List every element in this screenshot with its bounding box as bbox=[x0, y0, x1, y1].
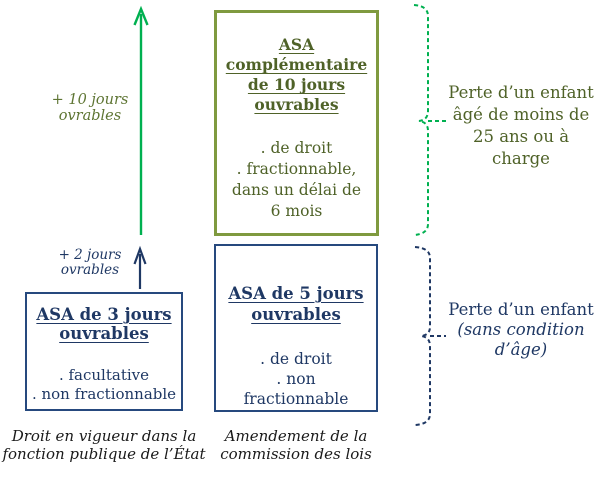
side-label-perte-enfant-sans-condition: Perte d’un enfant (sans condition d’âge) bbox=[446, 300, 596, 360]
box-asa-3-title: ASA de 3 jours ouvrables bbox=[36, 305, 172, 343]
plus-10-jours-label: + 10 jours ovrables bbox=[51, 92, 129, 124]
caption-amendement-commission: Amendement de la commission des lois bbox=[220, 427, 372, 463]
box-asa-5-body: . de droit . non fractionnable bbox=[243, 350, 349, 408]
navy-arrow-head bbox=[133, 245, 147, 265]
green-dashed-bracket bbox=[413, 4, 446, 236]
side-label-bottom-italic: (sans condition d’âge) bbox=[457, 320, 585, 359]
box-asa-complementaire-10-jours: ASA complémentaire de 10 jours ouvrables… bbox=[214, 10, 379, 236]
plus-2-jours-label: + 2 jours ovrables bbox=[58, 247, 122, 278]
navy-dashed-bracket bbox=[414, 246, 446, 426]
box-asa-3-body: . facultative . non fractionnable bbox=[31, 366, 177, 403]
green-arrow-head bbox=[133, 5, 149, 26]
green-bracket-path bbox=[413, 4, 429, 236]
navy-bracket-path bbox=[414, 246, 431, 426]
box-asa-3-jours: ASA de 3 jours ouvrables . facultative .… bbox=[25, 292, 183, 411]
box-asa-10-body: . de droit . fractionnable, dans un déla… bbox=[231, 139, 362, 220]
box-asa-5-title: ASA de 5 jours ouvrables bbox=[228, 284, 364, 324]
caption-droit-en-vigueur: Droit en vigueur dans la fonction publiq… bbox=[2, 427, 206, 463]
box-asa-10-title: ASA complémentaire de 10 jours ouvrables bbox=[225, 35, 368, 114]
green-up-arrow bbox=[133, 5, 149, 235]
navy-up-arrow bbox=[133, 245, 147, 289]
box-asa-5-jours: ASA de 5 jours ouvrables . de droit . no… bbox=[214, 244, 378, 412]
side-label-bottom-line1: Perte d’un enfant bbox=[448, 300, 594, 319]
side-label-perte-enfant-moins-25: Perte d’un enfant âgé de moins de 25 ans… bbox=[448, 83, 594, 168]
